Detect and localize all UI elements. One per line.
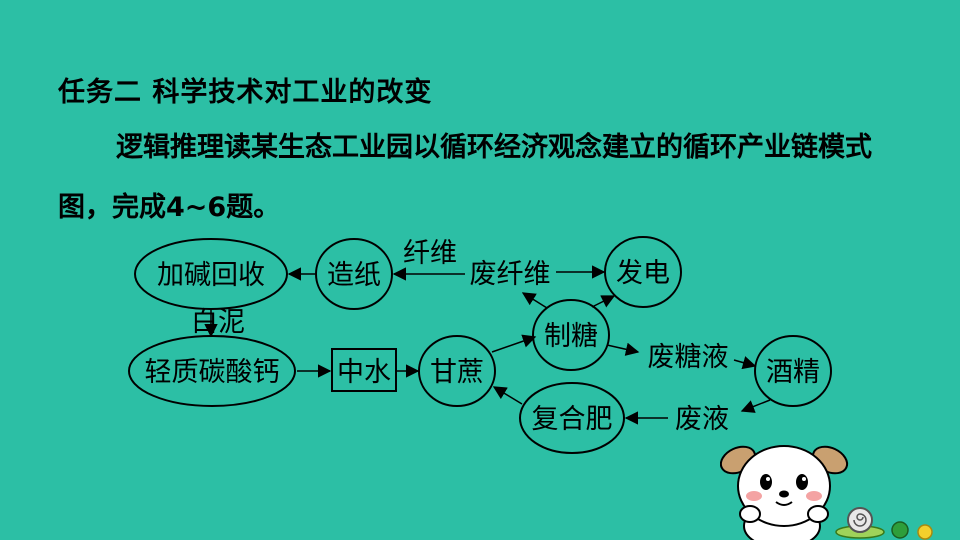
- yellow-shell: [917, 524, 933, 540]
- edge-label-waste-molasses: 废糖液: [648, 342, 729, 373]
- node-label-reclaimed-water: 中水: [337, 357, 391, 388]
- node-label-calcium-carbonate: 轻质碳酸钙: [145, 357, 280, 388]
- dog-right-cheek: [806, 491, 822, 501]
- node-label-alkali-recovery: 加碱回收: [157, 260, 265, 291]
- green-shell: [891, 521, 909, 539]
- dog-right-eye: [796, 474, 808, 490]
- dog-head: [737, 445, 831, 527]
- edge-label-waste-fiber: 废纤维: [470, 259, 551, 290]
- arrow-alcohol-to-waste-liquid: [740, 399, 771, 413]
- arrow-sugar-to-power: [591, 295, 616, 308]
- dog-left-paw: [739, 505, 761, 523]
- dog-left-cheek: [746, 491, 762, 501]
- node-label-sugarcane: 甘蔗: [430, 357, 484, 388]
- node-label-compound-fertilizer: 复合肥: [532, 404, 613, 435]
- node-compound-fertilizer: [519, 382, 625, 454]
- edge-label-white-mud: 白泥: [191, 307, 245, 338]
- node-label-power: 发电: [616, 258, 670, 289]
- dog-nose: [779, 490, 789, 498]
- node-papermaking: [315, 238, 393, 310]
- arrow-sugar-to-waste-fiber: [521, 292, 548, 309]
- dog-right-paw: [807, 505, 829, 523]
- arrow-sugar-to-waste-molasses: [606, 342, 640, 356]
- node-alcohol: [754, 335, 832, 407]
- dog-right-eye-shine: [802, 477, 806, 481]
- dog-mouth: [775, 501, 793, 506]
- arrow-fertilizer-to-sugarcane: [492, 386, 523, 405]
- page-title: 任务二 科学技术对工业的改变: [58, 77, 433, 108]
- arrow-waste-molasses-to-alcohol: [733, 356, 757, 370]
- cartoon-dog-illustration: [720, 445, 933, 540]
- edge-label-fiber: 纤维: [403, 238, 457, 269]
- snail-shell-spiral: [853, 513, 867, 527]
- node-reclaimed-water: [331, 348, 397, 392]
- edge-label-waste-liquid: 废液: [675, 404, 729, 435]
- node-label-sugar: 制糖: [544, 321, 598, 352]
- dog-left-eye: [760, 474, 772, 490]
- arrow-sugarcane-to-sugar: [491, 334, 537, 353]
- node-label-alcohol: 酒精: [766, 357, 820, 388]
- question-paragraph: 逻辑推理读某生态工业园以循环经济观念建立的循环产业链模式图，完成4~6题。: [58, 132, 872, 223]
- dog-left-eye-shine: [766, 477, 770, 481]
- node-label-papermaking: 造纸: [327, 260, 381, 291]
